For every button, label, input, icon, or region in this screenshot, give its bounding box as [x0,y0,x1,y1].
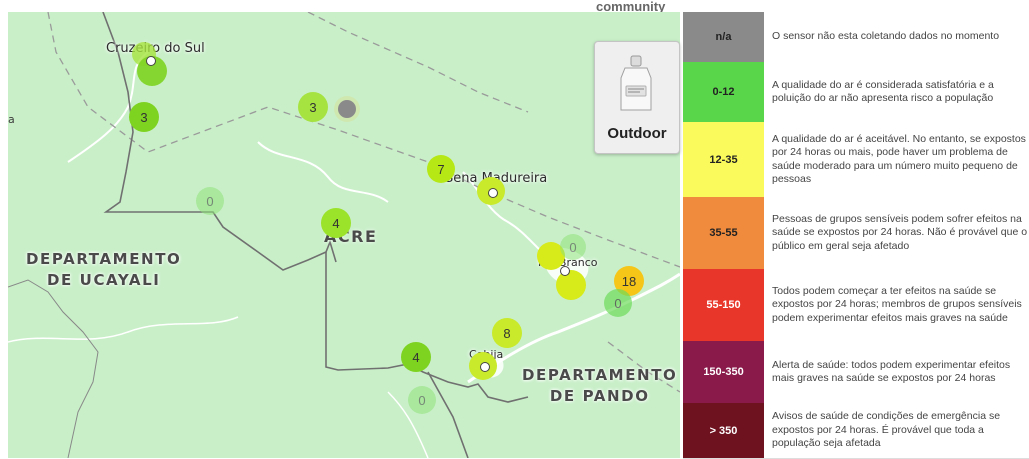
legend-range-swatch: 35-55 [683,197,764,269]
border-dashed [307,12,529,113]
cluster-marker[interactable]: 0 [604,289,632,317]
city-dot [146,56,156,66]
border-dashed [607,341,680,393]
city-dot [488,188,498,198]
legend-row: 0-12 A qualidade do ar é considerada sati… [683,62,1029,123]
border-solid [427,371,469,458]
cluster-marker[interactable]: 4 [321,208,351,238]
legend-range-swatch: 12-35 [683,122,764,197]
legend-description: Todos podem começar a ter efeitos na saú… [772,284,1022,324]
cluster-marker[interactable]: 0 [560,234,586,260]
cluster-marker[interactable]: 0 [196,187,224,215]
river [257,141,389,203]
river [467,272,680,384]
sensor-device-icon [620,55,652,111]
air-quality-legend: n/a O sensor não esta coletando dados no … [683,12,1029,459]
legend-description: Alerta de saúde: todos podem experimenta… [772,358,1011,385]
border-solid [325,252,529,403]
city-dot [480,362,490,372]
outdoor-filter-button[interactable]: Outdoor [594,41,680,154]
city-label-cruzeiro-do-sul: Cruzeiro do Sul [106,41,205,56]
air-quality-map[interactable]: Cruzeiro do Sul Sena Madureira Rio Branc… [8,12,680,458]
border-solid [8,279,99,458]
legend-description: A qualidade do ar é considerada satisfat… [772,78,994,105]
river [67,51,149,163]
legend-row: n/a O sensor não esta coletando dados no … [683,12,1029,63]
city-dot [560,266,570,276]
sensor-marker-offline[interactable] [334,96,360,122]
legend-description: Avisos de saúde de condições de emergênc… [772,410,1001,450]
community-label: community [596,0,666,14]
cluster-marker[interactable]: 8 [492,318,522,348]
legend-range-swatch: > 350 [683,403,764,458]
cluster-marker[interactable]: 7 [427,155,455,183]
map-geography [8,12,680,458]
legend-description: O sensor não esta coletando dados no mom… [772,30,1000,43]
department-label-pando: DEPARTAMENTO DE PANDO [522,366,678,405]
river [387,391,429,458]
department-label-ucayali: DEPARTAMENTO DE UCAYALI [26,250,182,289]
river [8,316,239,343]
legend-range-swatch: 55-150 [683,269,764,341]
border-dashed [47,12,680,268]
legend-row: 150-350 Alerta de saúde: todos podem expe… [683,341,1029,404]
legend-range-swatch: 150-350 [683,341,764,403]
cluster-marker[interactable]: 0 [408,386,436,414]
legend-description: A qualidade do ar é aceitável. No entant… [772,132,1026,186]
legend-description: Pessoas de grupos sensíveis podem sofrer… [772,212,1028,252]
cluster-marker[interactable]: 4 [401,342,431,372]
cluster-marker[interactable]: 3 [129,102,159,132]
legend-range-swatch: 0-12 [683,62,764,122]
edge-label: a [8,113,15,126]
cluster-marker[interactable]: 3 [298,92,328,122]
outdoor-label: Outdoor [607,125,667,142]
legend-range-swatch: n/a [683,12,764,62]
